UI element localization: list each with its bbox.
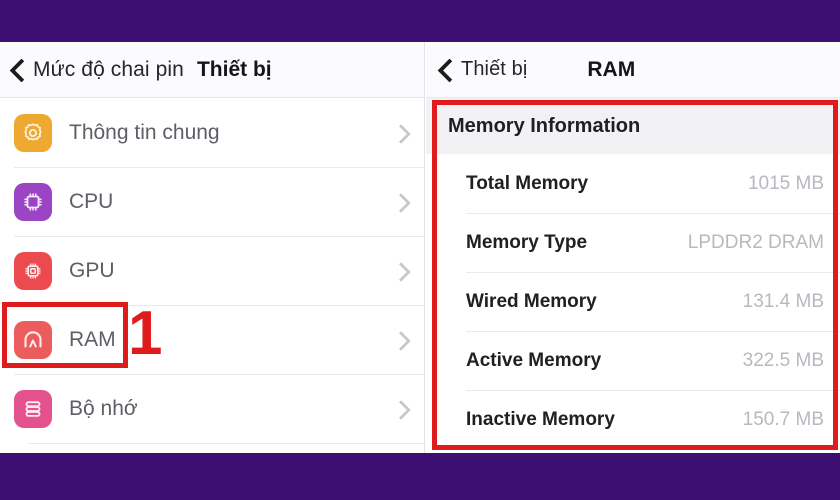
chevron-right-icon[interactable] bbox=[391, 192, 411, 213]
gear-icon bbox=[14, 113, 52, 152]
device-settings-list: Thông tin chung bbox=[0, 98, 438, 444]
list-bottom-divider bbox=[28, 443, 438, 444]
list-item-bo-nho[interactable]: Bộ nhớ bbox=[0, 374, 424, 443]
gpu-chip-icon bbox=[14, 251, 52, 290]
left-nav-title: Thiết bị bbox=[196, 57, 272, 81]
row-key: Memory Type bbox=[466, 231, 588, 253]
phone-content-area: Mức độ chai pin Thiết bị Thông tin chung bbox=[0, 42, 840, 453]
chevron-left-icon[interactable] bbox=[438, 57, 454, 83]
storage-bars-icon bbox=[14, 389, 52, 428]
chevron-right-icon[interactable] bbox=[391, 330, 411, 351]
top-purple-band bbox=[0, 0, 840, 42]
list-item-label: GPU bbox=[69, 258, 115, 282]
right-screen-pane: Thiết bị RAM Memory Information Total Me… bbox=[426, 42, 840, 453]
list-item-gpu[interactable]: GPU bbox=[0, 236, 424, 305]
chevron-left-icon[interactable] bbox=[10, 57, 26, 83]
left-nav-back-label[interactable]: Mức độ chai pin bbox=[33, 57, 184, 81]
table-row[interactable]: Wired Memory 131.4 MB bbox=[426, 272, 840, 331]
list-item-label: Bộ nhớ bbox=[69, 396, 138, 420]
chevron-right-icon[interactable] bbox=[391, 399, 411, 420]
list-item-label: Thông tin chung bbox=[69, 120, 220, 144]
row-value: 131.4 MB bbox=[742, 290, 824, 312]
table-row[interactable]: Memory Type LPDDR2 DRAM bbox=[426, 213, 840, 272]
list-item-thong-tin-chung[interactable]: Thông tin chung bbox=[0, 98, 424, 167]
row-value: LPDDR2 DRAM bbox=[687, 231, 824, 253]
right-navbar: Thiết bị RAM bbox=[426, 42, 840, 98]
right-nav-back-label[interactable]: Thiết bị bbox=[461, 58, 528, 80]
table-row[interactable]: Inactive Memory 150.7 MB bbox=[426, 390, 840, 449]
row-value: 1015 MB bbox=[747, 172, 824, 194]
left-screen-pane: Mức độ chai pin Thiết bị Thông tin chung bbox=[0, 42, 438, 453]
step-number-annotation: 1 bbox=[128, 299, 163, 368]
list-item-label: CPU bbox=[69, 189, 114, 213]
row-key: Active Memory bbox=[466, 349, 602, 371]
row-key: Inactive Memory bbox=[466, 408, 615, 430]
cpu-chip-icon bbox=[14, 182, 52, 221]
right-nav-title: RAM bbox=[587, 57, 636, 81]
memory-information-list: Total Memory 1015 MB Memory Type LPDDR2 … bbox=[426, 154, 840, 449]
ram-arch-icon bbox=[14, 320, 52, 359]
left-navbar: Mức độ chai pin Thiết bị bbox=[0, 42, 424, 98]
bottom-purple-band bbox=[0, 453, 840, 500]
row-key: Wired Memory bbox=[466, 290, 597, 312]
row-value: 150.7 MB bbox=[742, 408, 824, 430]
table-row[interactable]: Active Memory 322.5 MB bbox=[426, 331, 840, 390]
chevron-right-icon[interactable] bbox=[391, 261, 411, 282]
table-row[interactable]: Total Memory 1015 MB bbox=[426, 154, 840, 213]
memory-information-header: Memory Information bbox=[426, 98, 840, 154]
list-item-cpu[interactable]: CPU bbox=[0, 167, 424, 236]
row-key: Total Memory bbox=[466, 172, 589, 194]
list-item-ram[interactable]: RAM bbox=[0, 305, 424, 374]
list-item-label: RAM bbox=[69, 327, 116, 351]
row-value: 322.5 MB bbox=[742, 349, 824, 371]
chevron-right-icon[interactable] bbox=[391, 123, 411, 144]
